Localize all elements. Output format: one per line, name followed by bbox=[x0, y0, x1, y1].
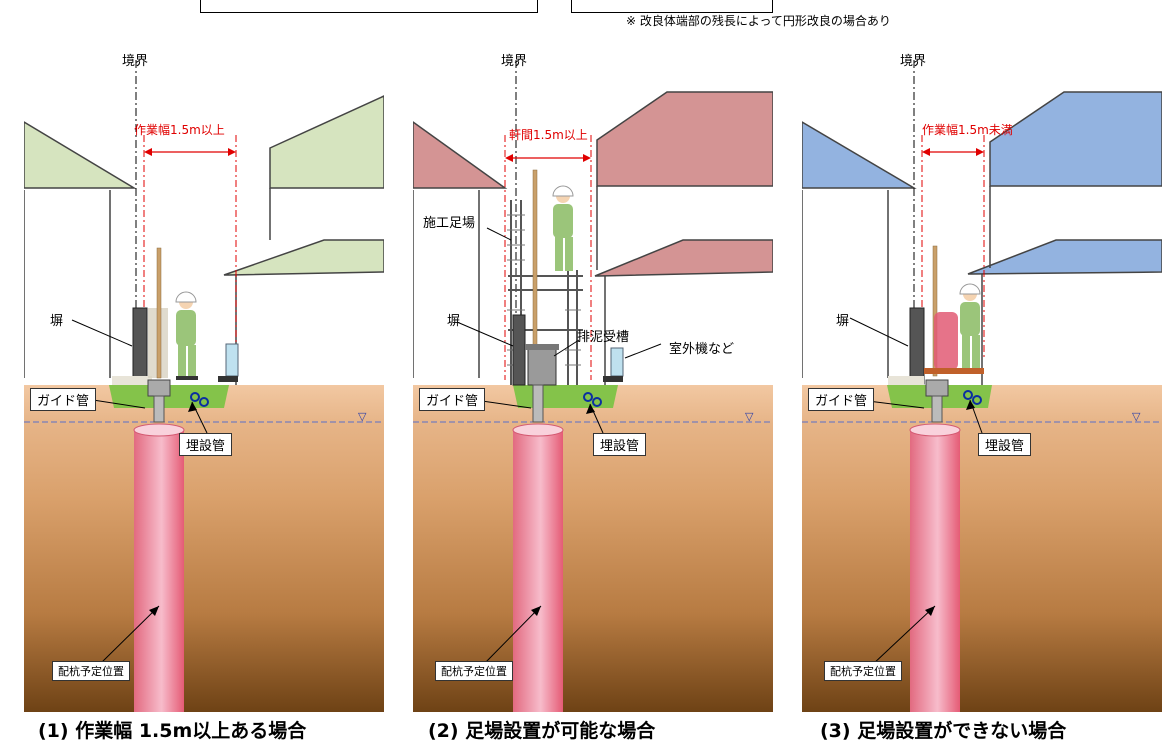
machine-base bbox=[924, 368, 984, 374]
worker-body bbox=[176, 310, 196, 346]
fence-label: 塀 bbox=[447, 314, 461, 329]
boundary-label: 境界 bbox=[122, 54, 149, 69]
buried-pipe-label: 埋設管 bbox=[978, 433, 1032, 456]
footnote: ※ 改良体端部の残長によって円形改良の場合あり bbox=[626, 14, 891, 28]
caption-2: (2) 足場設置が可能な場合 bbox=[428, 720, 656, 742]
pile bbox=[910, 430, 960, 712]
outdoor-unit bbox=[225, 343, 239, 377]
pile-top bbox=[909, 423, 961, 437]
caption-3: (3) 足場設置ができない場合 bbox=[820, 720, 1067, 742]
guide-pipe-label: ガイド管 bbox=[808, 388, 875, 411]
dimension-label: 作業幅1.5m以上 bbox=[134, 123, 225, 137]
right-house-roof-lower bbox=[594, 239, 773, 277]
buried-pipe-1 bbox=[963, 390, 973, 400]
drill-rod bbox=[932, 245, 938, 377]
outdoor-unit-label: 室外機など bbox=[669, 342, 735, 357]
caption-1: (1) 作業幅 1.5m以上ある場合 bbox=[38, 720, 307, 742]
pile-position-label: 配杭予定位置 bbox=[435, 661, 513, 681]
pile-top bbox=[133, 423, 185, 437]
guide-pipe-head bbox=[147, 379, 171, 397]
buried-pipe-2 bbox=[592, 397, 602, 407]
left-house-roof bbox=[802, 121, 917, 189]
pile bbox=[134, 430, 184, 712]
pile-top bbox=[512, 423, 564, 437]
right-house-roof-upper bbox=[596, 91, 773, 187]
scaffold bbox=[508, 200, 583, 385]
drill-rod bbox=[532, 169, 538, 349]
guide-pipe bbox=[532, 384, 544, 423]
worker-body bbox=[960, 302, 980, 336]
right-house-roof-lower bbox=[223, 239, 384, 276]
mud-tank bbox=[527, 347, 557, 386]
buried-pipe-2 bbox=[199, 397, 209, 407]
buried-pipe-1 bbox=[190, 392, 200, 402]
top-frame-left bbox=[200, 0, 538, 13]
worker-body bbox=[553, 204, 573, 238]
buried-pipe-label: 埋設管 bbox=[179, 433, 233, 456]
scaffold-label: 施工足場 bbox=[423, 216, 476, 231]
pile-position-label: 配杭予定位置 bbox=[824, 661, 902, 681]
guide-pipe-head bbox=[925, 379, 949, 397]
water-table-icon: ▽ bbox=[1132, 410, 1141, 423]
right-house-roof-lower bbox=[967, 239, 1162, 275]
work-pad bbox=[513, 385, 618, 408]
guide-pipe-label: ガイド管 bbox=[419, 388, 486, 411]
outdoor-unit bbox=[610, 347, 624, 377]
fence bbox=[132, 307, 148, 385]
drill-rod bbox=[156, 247, 162, 379]
panel-2-scene: ▽ bbox=[413, 60, 773, 712]
top-frame-right bbox=[571, 0, 773, 13]
panel-1-scene: ▽ bbox=[24, 60, 384, 712]
gravel bbox=[112, 376, 152, 385]
right-house-roof-upper bbox=[989, 91, 1162, 187]
right-house-roof-upper bbox=[269, 95, 384, 189]
boundary-label: 境界 bbox=[900, 54, 927, 69]
panel-3: ▽ bbox=[802, 40, 1162, 712]
water-table-icon: ▽ bbox=[745, 410, 754, 423]
fence bbox=[909, 307, 925, 385]
left-house-roof bbox=[413, 121, 508, 189]
fence bbox=[512, 314, 526, 386]
buried-pipe-1 bbox=[583, 392, 593, 402]
buried-pipe-label: 埋設管 bbox=[593, 433, 647, 456]
fence-label: 塀 bbox=[836, 314, 850, 329]
drill-machine bbox=[934, 312, 958, 370]
left-house-roof bbox=[24, 121, 137, 189]
panel-1: ▽ bbox=[24, 40, 384, 712]
fence-label: 塀 bbox=[50, 314, 64, 329]
tank-label: 排泥受槽 bbox=[577, 330, 630, 345]
guide-pipe-label: ガイド管 bbox=[30, 388, 97, 411]
boundary-label: 境界 bbox=[501, 54, 528, 69]
dimension-label: 軒間1.5m以上 bbox=[509, 128, 588, 142]
panel-3-scene: ▽ bbox=[802, 60, 1162, 712]
pile-position-label: 配杭予定位置 bbox=[52, 661, 130, 681]
gravel bbox=[888, 376, 924, 385]
panel-2: ▽ bbox=[413, 40, 773, 712]
pile bbox=[513, 430, 563, 712]
water-table-icon: ▽ bbox=[358, 410, 367, 423]
buried-pipe-2 bbox=[972, 395, 982, 405]
dimension-label: 作業幅1.5m未満 bbox=[922, 123, 1013, 137]
